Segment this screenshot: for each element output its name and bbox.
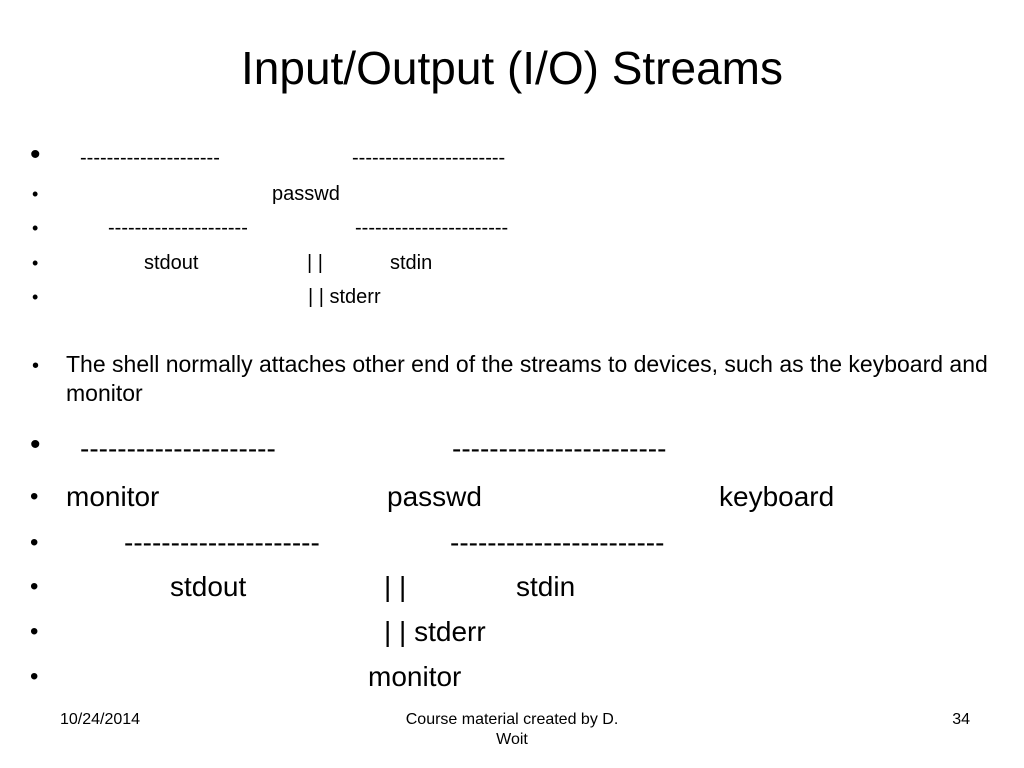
dash-right: ----------------------- <box>450 527 665 558</box>
bullet: • <box>32 253 39 273</box>
diagram1-line5: • | | stderr <box>0 285 1024 307</box>
diagram1-line4: • stdout | | stdin <box>0 251 1024 273</box>
bullet: • <box>32 218 39 238</box>
bullet: • <box>32 355 40 377</box>
bullet: • <box>30 483 39 510</box>
footer-credit-line1: Course material created by D. <box>405 711 619 728</box>
passwd-label: passwd <box>272 183 340 205</box>
dash-left: --------------------- <box>124 527 320 558</box>
pipe-symbols: | | <box>307 252 323 274</box>
passwd-label: passwd <box>387 481 482 512</box>
diagram2-line5: • | | stderr <box>0 618 1024 646</box>
dash-right: ----------------------- <box>355 217 509 239</box>
diagram2-line1: • --------------------- ----------------… <box>0 430 1024 463</box>
bullet: • <box>30 138 41 171</box>
keyboard-label: keyboard <box>719 481 835 512</box>
explanation-paragraph: The shell normally attaches other end of… <box>66 351 988 406</box>
dash-right: ----------------------- <box>452 433 667 464</box>
diagram2-line4: • stdout | | stdin <box>0 573 1024 601</box>
bullet: • <box>32 184 39 204</box>
pipe-symbols: | | <box>384 571 407 602</box>
bullet: • <box>30 573 39 600</box>
footer-credit-line2: Woit <box>496 731 528 748</box>
bullet: • <box>30 428 41 461</box>
dash-left: --------------------- <box>80 147 220 169</box>
diagram1-line2: • passwd <box>0 182 1024 204</box>
dash-left: --------------------- <box>108 217 248 239</box>
footer-date: 10/24/2014 <box>60 711 141 728</box>
diagram2-line6: • monitor <box>0 663 1024 691</box>
stdout-label: stdout <box>170 571 247 602</box>
bullet: • <box>30 663 39 690</box>
footer-page-number: 34 <box>952 711 970 728</box>
stderr-label: | | stderr <box>308 286 381 308</box>
diagram1-line1: • --------------------- ----------------… <box>0 140 1024 170</box>
stdin-label: stdin <box>390 252 433 274</box>
bullet: • <box>30 618 39 645</box>
stdout-label: stdout <box>144 252 199 274</box>
diagram1-line3: • --------------------- ----------------… <box>0 216 1024 238</box>
monitor-label: monitor <box>66 481 160 512</box>
dash-left: --------------------- <box>80 433 276 464</box>
diagram2-line3: • --------------------- ----------------… <box>0 529 1024 557</box>
diagram2-line2: • monitor passwd keyboard <box>0 483 1024 511</box>
dash-right: ----------------------- <box>352 147 506 169</box>
stdin-label: stdin <box>516 571 576 602</box>
stderr-label: | | stderr <box>384 616 486 647</box>
bullet: • <box>30 529 39 556</box>
slide-title: Input/Output (I/O) Streams <box>241 42 783 94</box>
monitor-label: monitor <box>368 661 462 692</box>
footer-credit: Course material created by D. Woit <box>362 710 662 750</box>
bullet: • <box>32 287 39 307</box>
